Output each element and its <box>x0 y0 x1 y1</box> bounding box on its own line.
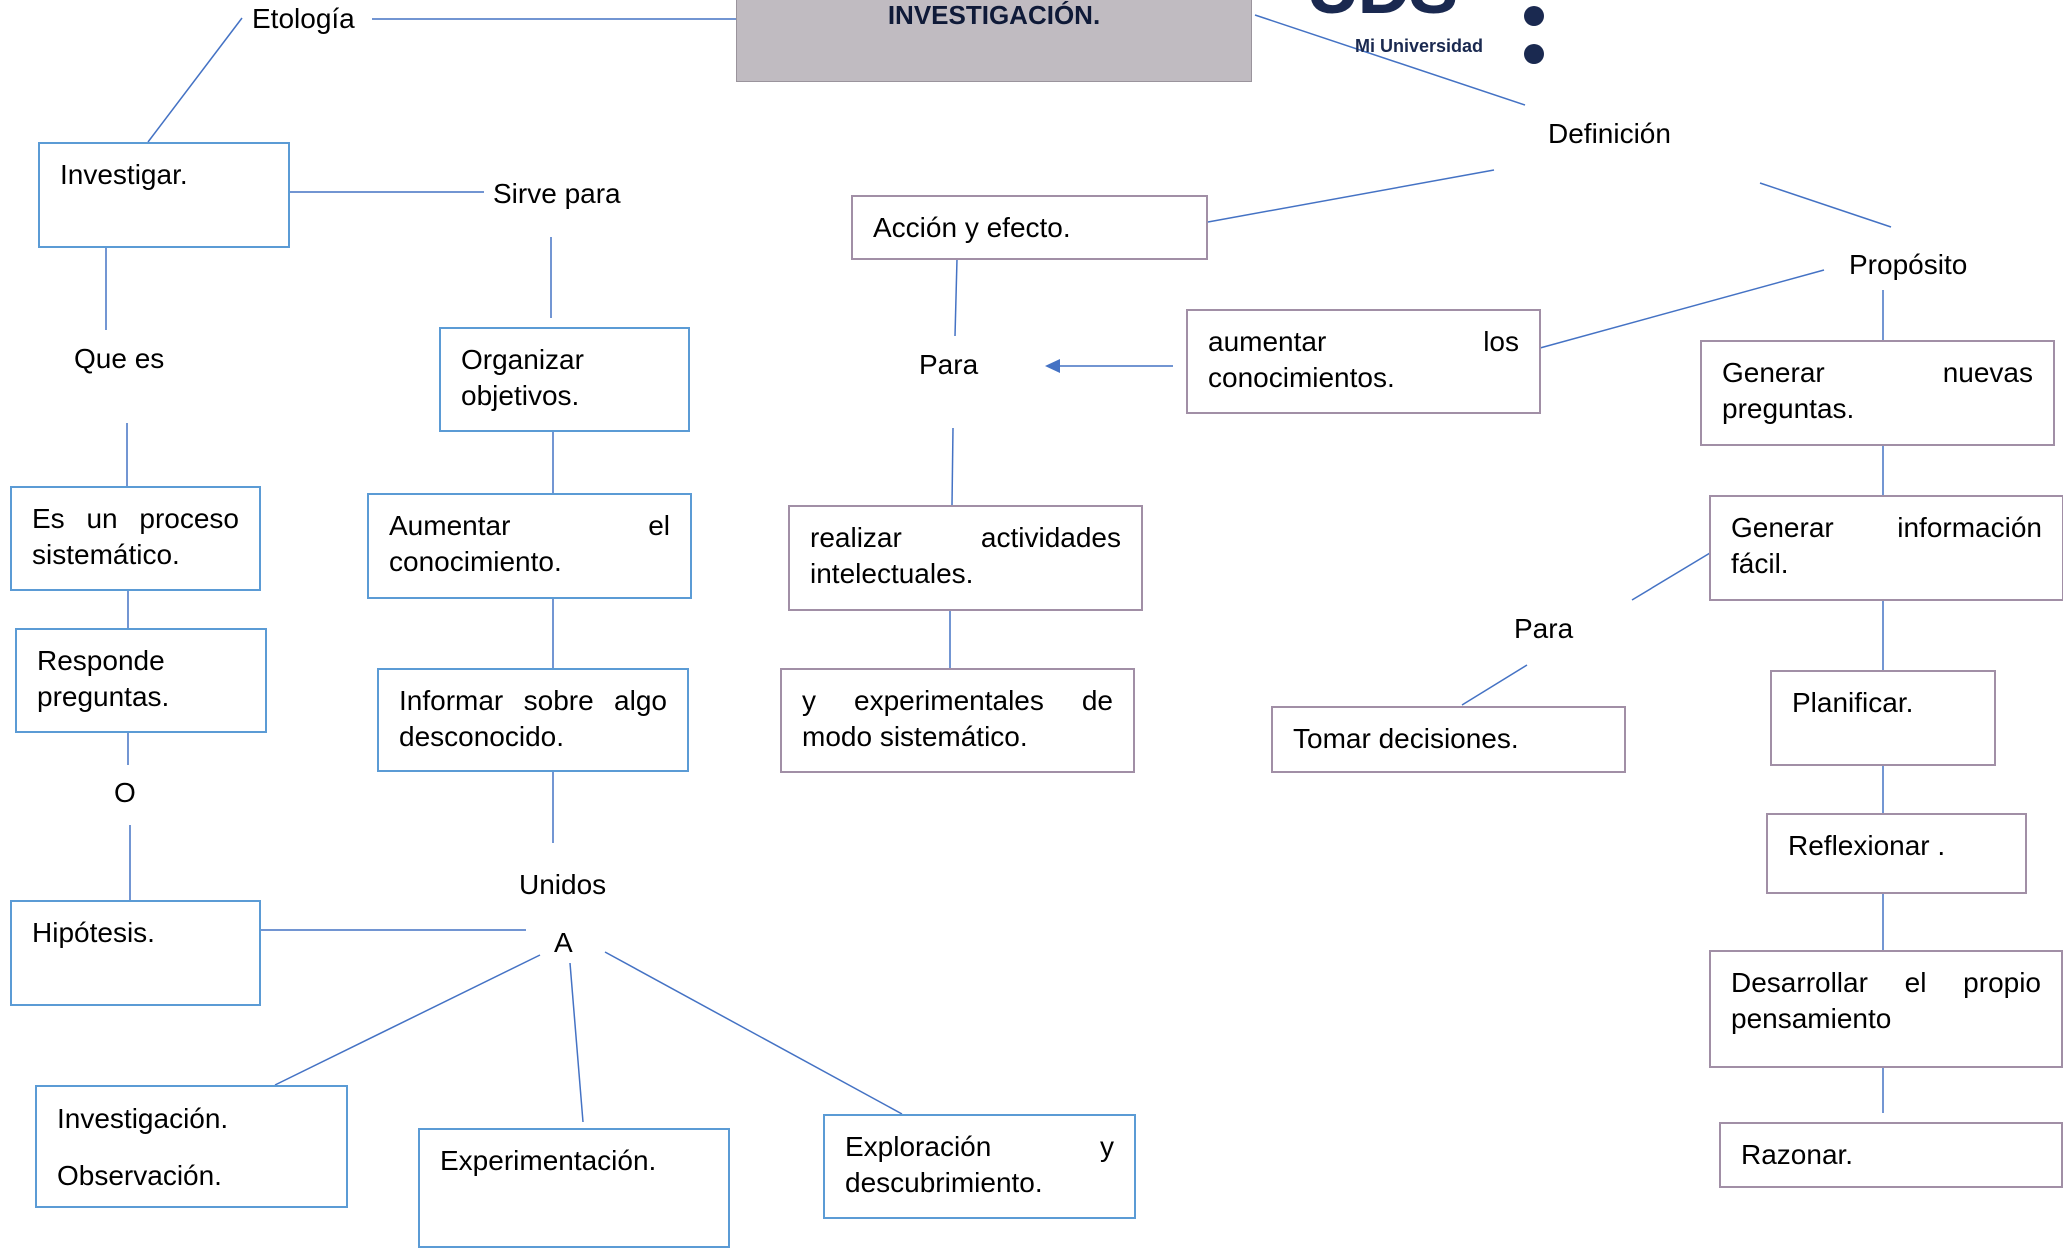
connector-a-exploracion <box>604 951 903 1115</box>
node-organizar: Organizar objetivos. <box>439 327 690 432</box>
text-investigacion: Investigación. <box>57 1103 229 1134</box>
logo-dot-icon <box>1524 44 1544 64</box>
node-para-proposito: Para <box>1510 612 1578 646</box>
node-exploracion: Exploración y descubrimiento. <box>823 1114 1136 1219</box>
node-etologia: Etología <box>248 2 359 36</box>
node-aumentar-los: aumentar los conocimientos. <box>1186 309 1541 414</box>
node-a: A <box>550 926 577 960</box>
connector-title-definicion <box>1254 14 1526 106</box>
node-investigacion-observacion: Investigación. Observación. <box>35 1085 348 1208</box>
connector-etologia-investigar <box>147 17 243 143</box>
node-proposito: Propósito <box>1845 248 1972 282</box>
node-realizar: realizar actividades intelectuales. <box>788 505 1143 611</box>
node-tomar-decisiones: Tomar decisiones. <box>1271 706 1626 773</box>
connector-definicion-accion <box>1207 169 1495 223</box>
node-aumentar: Aumentar el conocimiento. <box>367 493 692 599</box>
page-title: INVESTIGACIÓN. <box>887 0 1101 30</box>
node-que-es: Que es <box>70 342 169 376</box>
text-observacion: Observación. <box>57 1160 222 1191</box>
connector-proposito-aumentar <box>1539 269 1825 349</box>
connector-a-experimentacion <box>569 962 584 1123</box>
node-unidos: Unidos <box>515 868 611 902</box>
node-generar-preguntas: Generar nuevas preguntas. <box>1700 340 2055 446</box>
node-investigar: Investigar. <box>38 142 290 248</box>
node-definicion: Definición <box>1544 117 1675 151</box>
connector-para-realizar <box>951 427 954 506</box>
node-planificar: Planificar. <box>1770 670 1996 766</box>
arrowhead-icon <box>1045 359 1060 373</box>
node-accion: Acción y efecto. <box>851 195 1208 260</box>
connector-info-para <box>1631 552 1711 601</box>
logo-mark: UDS <box>1306 0 1458 28</box>
node-desarrollar: Desarrollar el propio pensamiento <box>1709 950 2063 1068</box>
node-razonar: Razonar. <box>1719 1122 2063 1188</box>
node-para-definicion: Para <box>915 348 983 382</box>
node-experimentales: y experimentales de modo sistemático. <box>780 668 1135 773</box>
title-box: INVESTIGACIÓN. <box>736 0 1252 82</box>
connector-a-investigacion <box>274 954 541 1086</box>
uds-logo: UDS Mi Universidad <box>1300 0 1560 80</box>
node-informar: Informar sobre algo desconocido. <box>377 668 689 772</box>
logo-subtitle: Mi Universidad <box>1355 36 1484 56</box>
node-proceso: Es un proceso sistemático. <box>10 486 261 591</box>
logo-dot-icon <box>1524 6 1544 26</box>
connector-accion-para <box>954 258 958 337</box>
node-hipotesis: Hipótesis. <box>10 900 261 1006</box>
node-generar-info: Generar información fácil. <box>1709 495 2063 601</box>
node-reflexionar: Reflexionar . <box>1766 813 2027 894</box>
connector-para-tomar <box>1461 664 1528 706</box>
node-sirve-para: Sirve para <box>489 177 625 211</box>
node-experimentacion: Experimentación. <box>418 1128 730 1248</box>
node-o: O <box>110 776 140 810</box>
connector-definicion-proposito <box>1759 182 1892 228</box>
node-responde: Responde preguntas. <box>15 628 267 733</box>
